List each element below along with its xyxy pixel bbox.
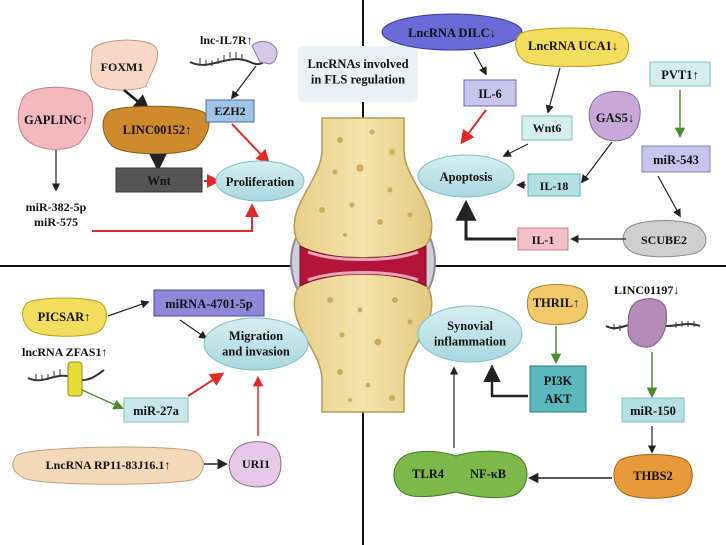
synovial-node	[417, 305, 523, 363]
il6-label: IL-6	[478, 87, 502, 101]
pvt1-label: PVT1↑	[661, 68, 699, 82]
lnc-il7r-label: lnc-IL7R↑	[200, 33, 253, 47]
gas5-label: GAS5↓	[596, 111, 634, 125]
text-line: Synovial	[447, 319, 493, 333]
linc00152-blob	[102, 105, 210, 155]
quadrant-apoptosis: LncRNA DILC↓ IL-6 LncRNA UCA1↓ PVT1↑ Wnt…	[381, 13, 711, 258]
ezh2-box	[205, 99, 255, 123]
gas5-blob	[588, 91, 641, 142]
rp11-blob	[12, 446, 204, 485]
text-line: inflammation	[434, 335, 506, 349]
gaplinc-blob	[17, 86, 94, 150]
wnt6-label: Wnt6	[533, 121, 562, 135]
picsar-blob	[22, 297, 107, 337]
text-line: in FLS regulation	[311, 73, 405, 87]
il18-box	[527, 173, 581, 197]
dilc-node	[381, 13, 523, 51]
proliferation-label: Proliferation	[226, 175, 295, 189]
ezh2-label: EZH2	[214, 104, 245, 118]
quadrant-migration: PICSAR↑ miRNA-4701-5p lncRNA ZFAS1↑ miR-…	[12, 289, 309, 488]
text-line: LncRNAs involved	[307, 57, 408, 71]
lower-bone	[293, 273, 433, 413]
zfas1-label: lncRNA ZFAS1↑	[22, 345, 107, 359]
il18-label: IL-18	[540, 179, 569, 193]
migration-node	[203, 317, 309, 371]
text-line: and invasion	[222, 345, 290, 359]
zfas1-rna-icon	[27, 361, 105, 397]
wnt6-box	[521, 115, 573, 141]
uca1-label: LncRNA UCA1↓	[528, 39, 618, 53]
mir150-label: miR-150	[630, 404, 676, 418]
il1-label: IL-1	[532, 233, 555, 247]
mir27a-label: miR-27a	[133, 404, 180, 418]
apoptosis-node	[417, 154, 515, 198]
text-line: Migration	[229, 329, 283, 343]
foxm1-blob	[90, 39, 159, 91]
joint-illustration	[290, 117, 436, 413]
apoptosis-label: Apoptosis	[440, 170, 493, 184]
picsar-label: PICSAR↑	[38, 310, 91, 324]
dilc-label: LncRNA DILC↓	[408, 26, 496, 40]
linc01197-label: LINC01197↓	[614, 283, 679, 297]
mir27a-box	[123, 397, 189, 423]
migration-label: Migration and invasion	[222, 329, 290, 359]
pi3k-akt-box	[529, 365, 587, 413]
uri1-label: URI1	[242, 457, 270, 471]
pi3k-label: PI3K	[544, 374, 573, 388]
akt-label: AKT	[544, 392, 572, 406]
synovial-label: Synovial inflammation	[434, 319, 506, 349]
uca1-blob	[515, 27, 629, 67]
mir543-box	[641, 145, 711, 173]
thbs2-label: THBS2	[633, 469, 673, 483]
center-title: LncRNAs involved in FLS regulation	[307, 57, 408, 87]
mirna4701-label: miRNA-4701-5p	[165, 297, 253, 311]
tlr4-label: TLR4	[412, 467, 445, 481]
scube2-blob	[622, 220, 707, 258]
quadrant-proliferation: FOXM1 LINC00152↑ GAPLINC↑ lnc-IL7R↑ EZH2	[17, 33, 305, 232]
foxm1-label: FOXM1	[101, 60, 144, 74]
mir382-label: miR-382-5p	[26, 200, 87, 214]
quadrant-inflammation: THRIL↑ LINC01197↓ Synovial inflammation P…	[393, 283, 701, 499]
pvt1-box	[649, 61, 711, 87]
linc01197-rna-icon	[605, 298, 701, 348]
mir543-label: miR-543	[653, 153, 699, 167]
mir150-box	[621, 397, 685, 423]
thril-blob	[526, 284, 588, 325]
il6-box	[463, 79, 517, 107]
linc00152-label: LINC00152↑	[123, 123, 192, 137]
il1-box	[517, 227, 569, 251]
tlr4-nfkb-blob	[393, 450, 528, 499]
center-title-box	[298, 46, 418, 102]
proliferation-node	[215, 160, 305, 202]
mirna4701-box	[153, 289, 265, 317]
upper-bone	[293, 117, 433, 259]
rp11-label: LncRNA RP11-83J16.1↑	[46, 458, 171, 472]
gaplinc-label: GAPLINC↑	[24, 113, 88, 127]
scube2-label: SCUBE2	[641, 233, 687, 247]
wnt-box	[115, 167, 203, 193]
nfkb-label: NF-κB	[470, 467, 506, 481]
lnc-il7r-rna-icon	[189, 41, 278, 66]
thril-label: THRIL↑	[533, 296, 580, 310]
wnt-label: Wnt	[147, 174, 171, 188]
mir575-label: miR-575	[34, 215, 78, 229]
uri1-blob	[228, 441, 282, 488]
thbs2-blob	[613, 454, 693, 499]
